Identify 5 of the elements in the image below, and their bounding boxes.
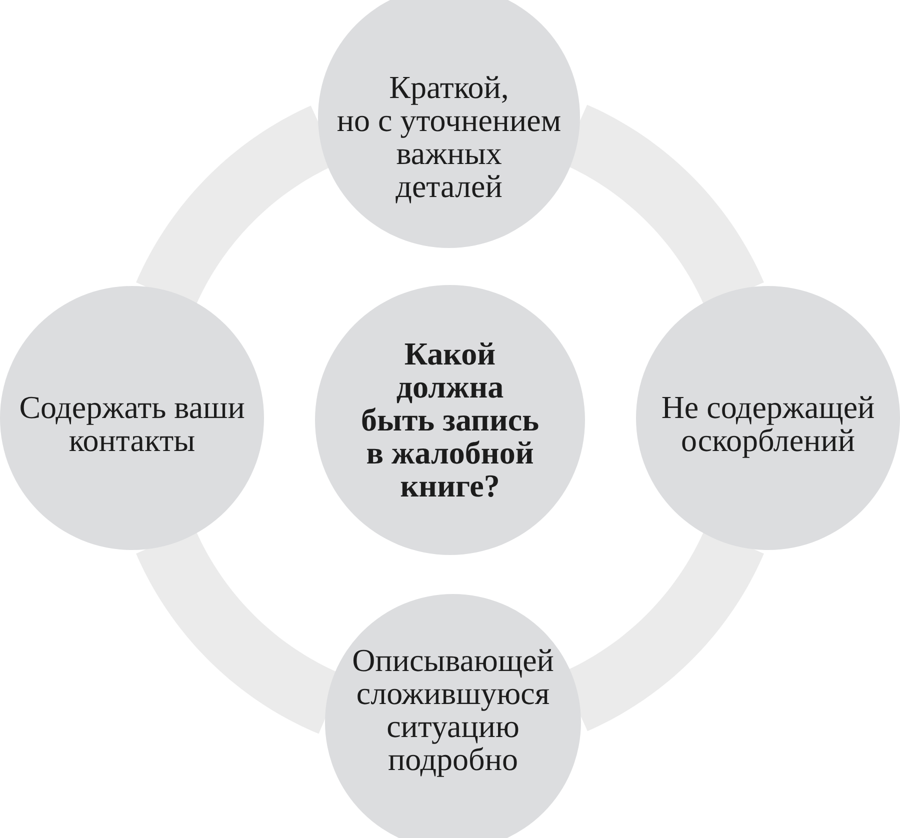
circle-text: Не содержащей оскорблений (661, 391, 875, 457)
circle-text: Краткой, но с уточнением важных деталей (336, 71, 562, 203)
question-text: Какой должна быть запись в жалобной книге? (360, 338, 540, 502)
circle-text: Содержать ваши контакты (19, 391, 245, 457)
circle-text: Описывающей сложившуюся ситуацию подробно (352, 644, 554, 776)
